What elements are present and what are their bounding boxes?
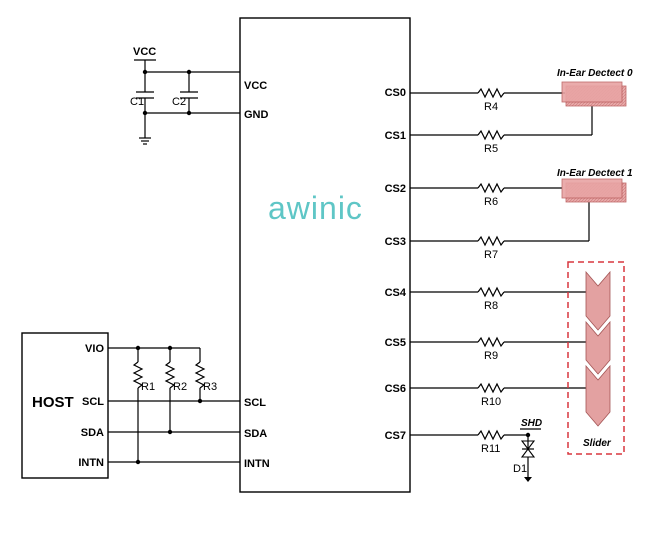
chip-pin-vcc: VCC [244, 80, 267, 92]
r4-label: R4 [484, 101, 498, 113]
chip-pin-cs4: CS4 [385, 287, 407, 299]
chip-pin-cs1: CS1 [385, 130, 406, 142]
chip-pin-cs7: CS7 [385, 430, 406, 442]
chip-pin-cs3: CS3 [385, 236, 406, 248]
chip-pin-sda: SDA [244, 428, 267, 440]
slider-label: Slider [583, 438, 612, 449]
r6-label: R6 [484, 196, 498, 208]
in-ear-detect-1-label: In-Ear Dectect 1 [557, 168, 633, 179]
r5-label: R5 [484, 143, 498, 155]
chip-pin-cs5: CS5 [385, 337, 406, 349]
host-pin-sda: SDA [81, 427, 104, 439]
power-section: VCC [133, 46, 240, 145]
c2-label: C2 [172, 96, 186, 108]
r8-label: R8 [484, 300, 498, 312]
d1-label: D1 [513, 463, 527, 475]
r10-label: R10 [481, 396, 501, 408]
r3-label: R3 [203, 381, 217, 393]
r11-label: R11 [481, 443, 500, 455]
d1-diode [520, 435, 536, 482]
r7-label: R7 [484, 249, 498, 261]
host-box [21, 332, 109, 479]
cs-channel-wires [410, 87, 593, 441]
c1-label: C1 [130, 96, 144, 108]
host-pin-scl: SCL [82, 396, 104, 408]
chip-pin-cs6: CS6 [385, 383, 406, 395]
r2-label: R2 [173, 381, 187, 393]
r9-label: R9 [484, 350, 498, 362]
r1-label: R1 [141, 381, 155, 393]
shd-label: SHD [521, 418, 542, 429]
host-bus-wires [108, 345, 240, 465]
host-label: HOST [32, 394, 74, 411]
slider-outline [567, 261, 625, 455]
chip-body [239, 17, 411, 493]
chip-pin-cs2: CS2 [385, 183, 406, 195]
chip-pin-gnd: GND [244, 109, 269, 121]
chip-pin-scl: SCL [244, 397, 266, 409]
host-pin-intn: INTN [78, 457, 104, 469]
in-ear-detect-0-label: In-Ear Dectect 0 [557, 68, 633, 79]
slider-segments [585, 270, 611, 427]
vcc-label: VCC [133, 46, 156, 58]
chip-pin-cs0: CS0 [385, 87, 406, 99]
host-pin-vio: VIO [85, 343, 104, 355]
awinic-logo: awinic [268, 190, 363, 226]
chip-pin-intn: INTN [244, 458, 270, 470]
